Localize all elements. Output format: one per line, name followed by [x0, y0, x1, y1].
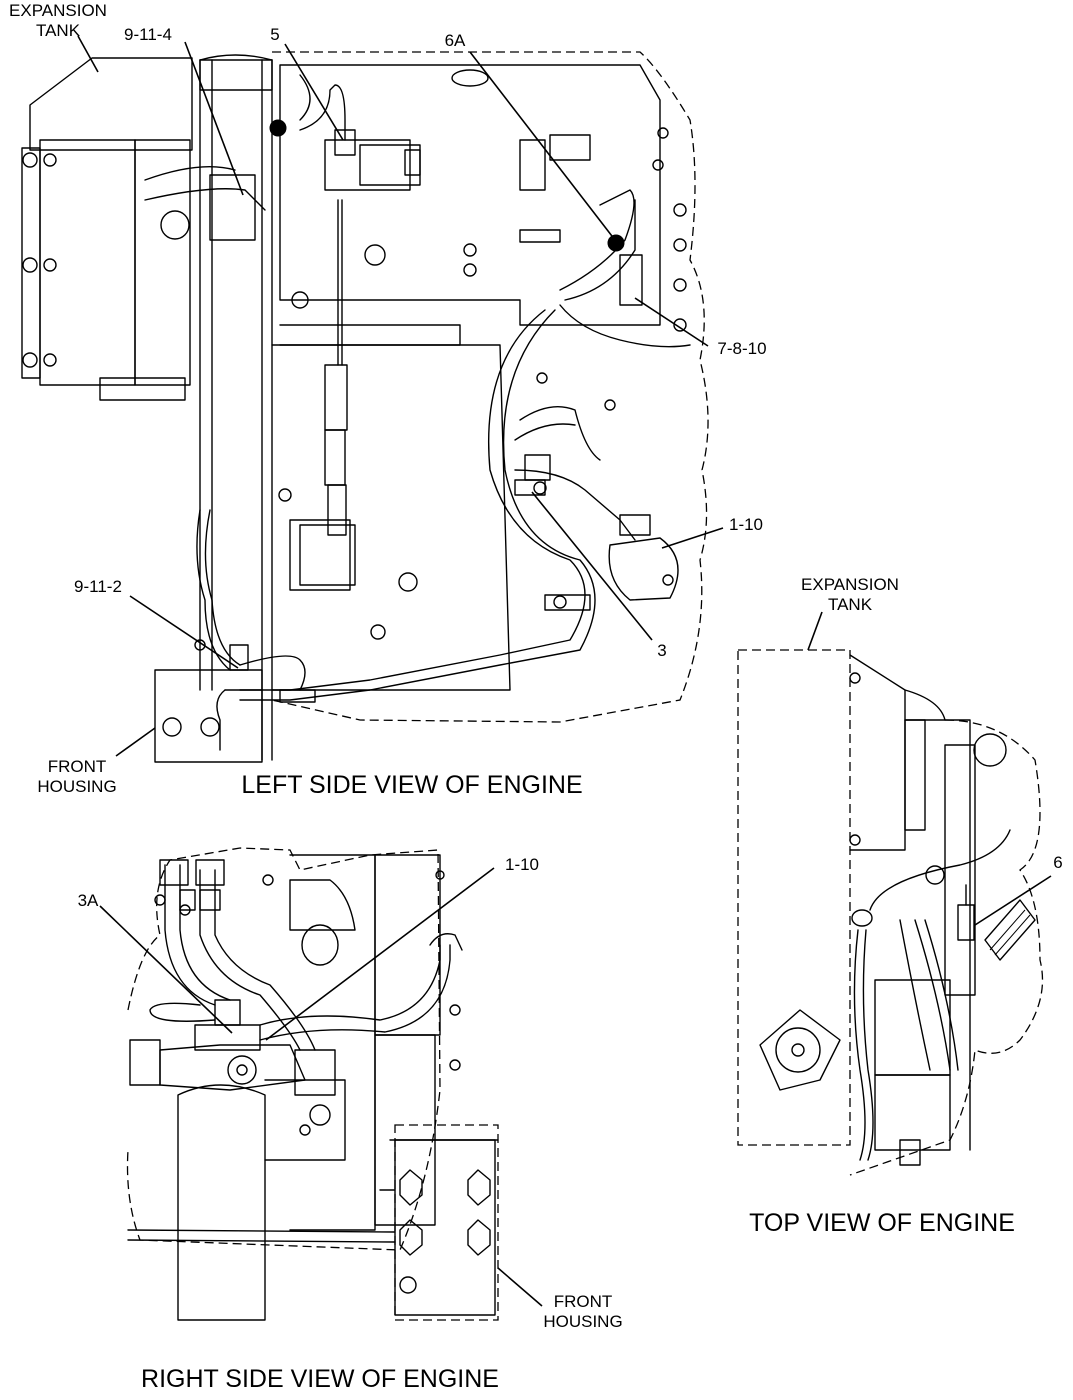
left-front-housing — [154, 669, 263, 763]
left-side-view: EXPANSION TANK 9-11-4 5 6A 7-8-10 1-10 9… — [9, 1, 767, 799]
callout-3a: 3A — [78, 891, 99, 910]
front-plate — [199, 54, 273, 761]
top-expansion-tank-label-line2: TANK — [828, 595, 873, 614]
filter-cylinder — [177, 1084, 266, 1321]
callout-6: 6 — [1053, 853, 1062, 872]
left-front-housing-label-line1: FRONT — [48, 757, 107, 776]
callout-9-11-2: 9-11-2 — [74, 577, 122, 596]
left-front-housing-label-line2: HOUSING — [37, 777, 116, 796]
callout-7-8-10: 7-8-10 — [717, 339, 766, 358]
left-view-title: LEFT SIDE VIEW OF ENGINE — [241, 771, 582, 799]
fitting-marker — [607, 234, 625, 252]
top-tank-leader — [807, 611, 823, 651]
left-expansion-tank-label-line1: EXPANSION — [9, 1, 107, 20]
right-front-housing — [127, 1124, 499, 1321]
expansion-tank-shape — [29, 57, 193, 151]
right-engine-outline — [126, 847, 441, 1251]
top-expansion-tank-label-line1: EXPANSION — [801, 575, 899, 594]
top-view: EXPANSION TANK 6 TOP VIEW OF ENGINE — [737, 575, 1063, 1237]
right-front-housing-label-line1: FRONT — [554, 1292, 613, 1311]
engine-block-outline — [271, 51, 709, 723]
right-front-housing-leader — [497, 1267, 543, 1307]
lower-plate — [194, 344, 679, 691]
right-callout-1-10: 1-10 — [505, 855, 539, 874]
fitting-marker — [269, 119, 287, 137]
right-callout-1-10-leader — [265, 867, 495, 1041]
left-expansion-tank-label-line2: TANK — [36, 21, 81, 40]
radiator-assembly — [21, 139, 191, 401]
callout-3: 3 — [657, 641, 666, 660]
valve-body — [129, 999, 336, 1096]
callout-9-11-4: 9-11-4 — [124, 25, 172, 44]
top-view-title: TOP VIEW OF ENGINE — [749, 1209, 1015, 1237]
top-cover — [279, 64, 687, 346]
top-callout-6-leader — [974, 875, 1052, 926]
left-leaders — [77, 35, 724, 757]
right-side-view: 1-10 3A FRONT HOUSING RIGHT SIDE VIEW OF… — [78, 847, 623, 1393]
right-front-housing-label-line2: HOUSING — [543, 1312, 622, 1331]
left-callout-1-10: 1-10 — [729, 515, 763, 534]
callout-6a: 6A — [445, 31, 466, 50]
right-view-title: RIGHT SIDE VIEW OF ENGINE — [141, 1365, 499, 1393]
right-callout-3a-leader — [99, 905, 233, 1034]
top-expansion-tank-outline — [737, 649, 851, 1146]
callout-5: 5 — [270, 25, 279, 44]
top-engine-outline — [849, 719, 1044, 1176]
